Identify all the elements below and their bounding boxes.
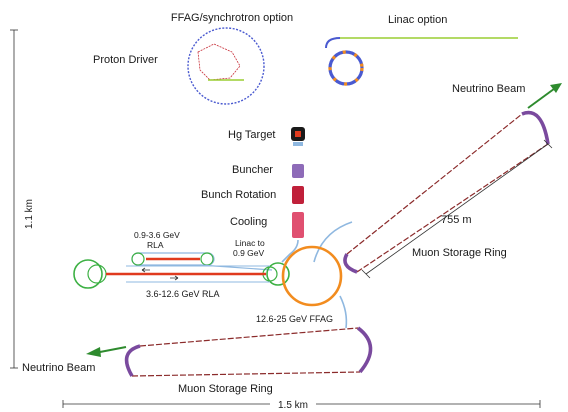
storage-ring-top-label: Muon Storage Ring (412, 247, 507, 259)
rla-high (73, 259, 290, 289)
rla-low-suffix: RLA (147, 240, 164, 250)
synchrotron-ring (187, 27, 265, 105)
bunch-rotation-block (292, 186, 304, 204)
ffag-ring-label: 12.6-25 GeV FFAG (256, 314, 333, 324)
linac-energy-label: 0.9 GeV (233, 248, 265, 258)
vertical-scale-label: 1.1 km (24, 199, 35, 229)
storage-ring-bottom (86, 326, 373, 377)
ffag-ring (281, 245, 343, 307)
linac-to-label: Linac to (235, 238, 265, 248)
linac-option-label: Linac option (388, 14, 447, 26)
vertical-scale-bar (10, 29, 18, 369)
rla-low-label: 0.9-3.6 GeV (134, 230, 180, 240)
cooling-block (292, 212, 304, 238)
buncher-block (292, 164, 304, 178)
rla-high-label: 3.6-12.6 GeV RLA (146, 289, 220, 299)
cooling-label: Cooling (230, 216, 267, 228)
storage-ring-bottom-label: Muon Storage Ring (178, 383, 273, 395)
proton-driver-label: Proton Driver (93, 54, 158, 66)
neutrino-beam-top-label: Neutrino Beam (452, 83, 525, 95)
linac-option-graphic (325, 37, 518, 86)
buncher-label: Buncher (232, 164, 273, 176)
distance-label: 755 m (441, 214, 472, 226)
ffag-option-label: FFAG/synchrotron option (171, 12, 293, 24)
storage-ring-top (343, 83, 562, 274)
distance-marker (361, 139, 553, 279)
bunch-rotation-label: Bunch Rotation (201, 189, 276, 201)
rla-low (131, 252, 273, 271)
transfer-lines (281, 221, 353, 329)
hg-target-label: Hg Target (228, 129, 276, 141)
horizontal-scale-label: 1.5 km (278, 400, 308, 411)
horizontal-scale-label-bg (270, 398, 316, 410)
neutrino-beam-bottom-label: Neutrino Beam (22, 362, 95, 374)
hg-target (291, 127, 305, 146)
